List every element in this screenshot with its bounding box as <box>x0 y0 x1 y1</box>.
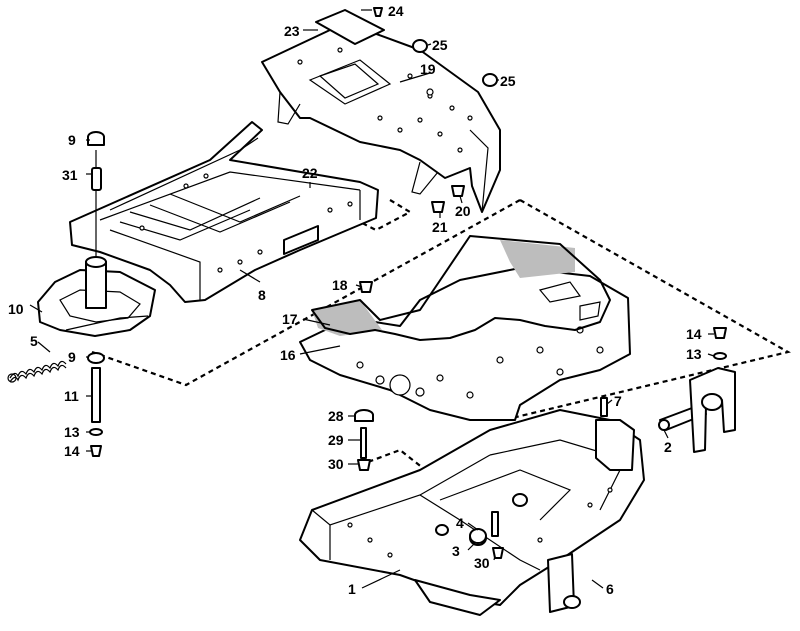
fasteners-parts-13-14-right <box>713 327 727 360</box>
screw-part-7 <box>600 397 608 417</box>
callout-9-bottom: 9 <box>68 349 76 365</box>
callout-2: 2 <box>664 439 672 455</box>
callout-31: 31 <box>62 167 78 183</box>
callout-13-left: 13 <box>64 424 80 440</box>
floor-plate-part-16 <box>299 267 631 421</box>
pivot-tube <box>85 150 107 309</box>
callout-16: 16 <box>280 347 296 363</box>
callout-labels: 23 24 25 19 25 9 31 22 20 21 8 10 5 18 1… <box>8 3 702 597</box>
callout-30a: 30 <box>328 456 344 472</box>
screw-part-18 <box>359 281 373 293</box>
callout-14-left: 14 <box>64 443 80 459</box>
callout-28: 28 <box>328 408 344 424</box>
callout-8: 8 <box>258 287 266 303</box>
pivot-lower-parts <box>87 352 105 457</box>
nut-part-9-top <box>87 131 105 146</box>
floor-mat-part-17 <box>311 235 611 341</box>
callout-24: 24 <box>388 3 404 19</box>
spring-part-5 <box>7 360 67 383</box>
pin-part-31 <box>91 167 102 191</box>
callout-10: 10 <box>8 301 24 317</box>
cover-plate-part-23 <box>315 7 385 45</box>
callout-1: 1 <box>348 581 356 597</box>
callout-25b: 25 <box>500 73 516 89</box>
callout-23: 23 <box>284 23 300 39</box>
callout-18: 18 <box>332 277 348 293</box>
callout-21: 21 <box>432 219 448 235</box>
callout-17: 17 <box>282 311 298 327</box>
callout-11: 11 <box>64 388 79 404</box>
callout-4: 4 <box>456 515 464 531</box>
bracket <box>689 367 736 453</box>
callout-20: 20 <box>455 203 471 219</box>
callout-22: 22 <box>302 165 318 181</box>
bushing-part-25 <box>412 39 498 87</box>
fasteners-parts-3-4-30 <box>469 511 504 559</box>
callout-30b: 30 <box>474 555 490 571</box>
lower-frame-part-1 <box>299 409 645 616</box>
callout-3: 3 <box>452 543 460 559</box>
callout-19: 19 <box>420 61 436 77</box>
leader-lines <box>29 9 715 589</box>
callout-29: 29 <box>328 432 344 448</box>
callout-13-right: 13 <box>686 346 702 362</box>
fasteners-parts-28-29-30 <box>354 409 374 471</box>
top-cover-part-19 <box>261 27 501 213</box>
callout-25a: 25 <box>432 37 448 53</box>
callout-9-top: 9 <box>68 132 76 148</box>
callout-5: 5 <box>30 333 38 349</box>
callout-7: 7 <box>614 393 622 409</box>
callout-14-right: 14 <box>686 326 702 342</box>
callout-6: 6 <box>606 581 614 597</box>
upper-frame-part-8 <box>69 121 379 303</box>
